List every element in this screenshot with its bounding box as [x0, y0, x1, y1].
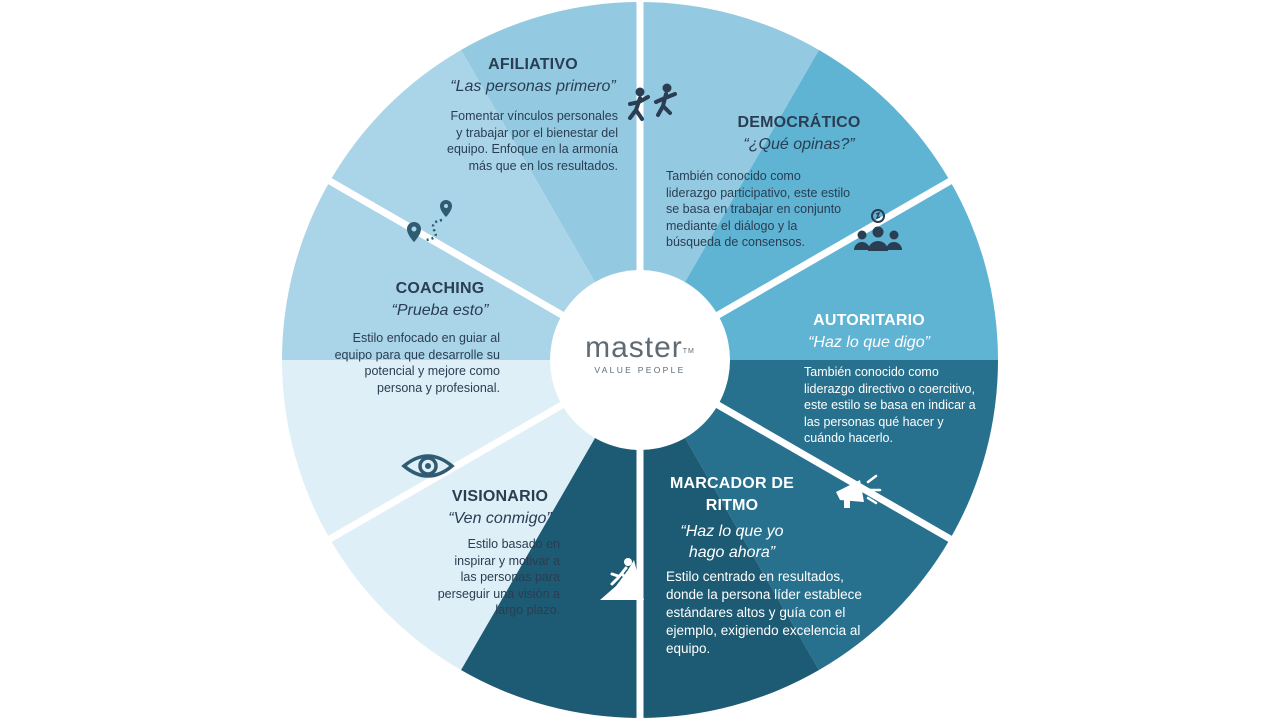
visionario-heading: VISIONARIO “Ven conmigo” — [444, 486, 556, 529]
logo-wordmark: master — [585, 331, 683, 364]
autoritario-text: También conocido como liderazgo directiv… — [804, 364, 982, 447]
autoritario-title: AUTORITARIO — [813, 312, 925, 329]
master-logo: masterTM VALUE PEOPLE — [552, 272, 728, 448]
visionario-text: Estilo basado en inspirar y motivar a la… — [436, 536, 560, 619]
logo-trademark: TM — [682, 348, 695, 355]
coaching-heading: COACHING “Prueba esto” — [384, 278, 496, 321]
democratico-description: También conocido como liderazgo particip… — [666, 169, 851, 249]
visionario-description: Estilo basado en inspirar y motivar a la… — [437, 537, 560, 617]
democratico-title: DEMOCRÁTICO — [737, 114, 861, 131]
marcador-text: Estilo centrado en resultados, donde la … — [666, 568, 870, 658]
coaching-description: Estilo enfocado en guiar al equipo para … — [334, 331, 500, 395]
marcador-quote: “Haz lo que yo hago ahora” — [680, 523, 784, 561]
eye-icon — [401, 454, 455, 478]
visionario-title: VISIONARIO — [451, 488, 549, 505]
coaching-text: Estilo enfocado en guiar al equipo para … — [320, 330, 500, 396]
democratico-text: También conocido como liderazgo particip… — [666, 168, 852, 251]
democratico-heading: DEMOCRÁTICO “¿Qué opinas?” — [722, 112, 876, 155]
team-idea-icon — [854, 209, 902, 251]
afiliativo-description: Fomentar vínculos personales y trabajar … — [447, 109, 618, 173]
logo-tagline: VALUE PEOPLE — [594, 365, 686, 375]
marcador-heading: MARCADOR DE RITMO “Haz lo que yo hago ah… — [664, 473, 800, 563]
afiliativo-text: Fomentar vínculos personales y trabajar … — [446, 108, 618, 174]
coaching-icon-bubble — [370, 170, 494, 294]
afiliativo-heading: AFILIATIVO “Las personas primero” — [436, 54, 630, 97]
afiliativo-quote: “Las personas primero” — [450, 78, 616, 95]
democratico-quote: “¿Qué opinas?” — [743, 136, 855, 153]
autoritario-heading: AUTORITARIO “Haz lo que digo” — [796, 310, 942, 353]
center-circle — [550, 270, 730, 450]
people-dancing-icon — [628, 83, 677, 121]
climber-icon — [600, 558, 644, 600]
marcador-title: MARCADOR DE RITMO — [670, 475, 794, 514]
marcador-description: Estilo centrado en resultados, donde la … — [666, 569, 862, 656]
coaching-quote: “Prueba esto” — [391, 302, 489, 319]
route-pins-icon — [407, 200, 452, 242]
visionario-quote: “Ven conmigo” — [448, 510, 552, 527]
megaphone-icon — [836, 474, 882, 508]
autoritario-description: También conocido como liderazgo directiv… — [804, 365, 976, 445]
autoritario-quote: “Haz lo que digo” — [808, 334, 930, 351]
afiliativo-title: AFILIATIVO — [488, 56, 578, 73]
coaching-title: COACHING — [395, 280, 485, 297]
